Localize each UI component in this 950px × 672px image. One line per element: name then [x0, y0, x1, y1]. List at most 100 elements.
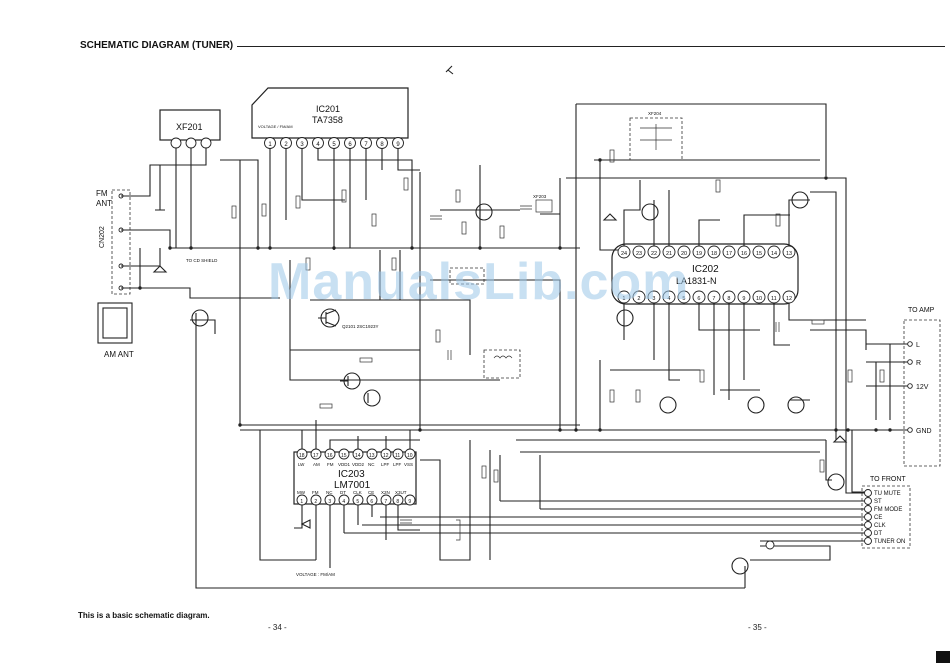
ic203-pin-number: 1 — [300, 499, 303, 505]
ic202-bottom-pins — [617, 290, 796, 304]
svg-text:MW: MW — [297, 490, 306, 495]
amp-pin-12v: 12V — [916, 384, 929, 391]
ic203-pin-number: 5 — [356, 499, 359, 505]
transistor-q2107 — [191, 309, 209, 327]
ic203-pin-number: 6 — [370, 499, 373, 505]
ic202-pin-number: 19 — [696, 251, 702, 257]
ic202-pin-number: 17 — [726, 251, 732, 257]
to-front-label: TO FRONT — [870, 476, 906, 483]
ic203-pin-number: 16 — [327, 453, 333, 459]
transistor-q2106 — [475, 203, 493, 221]
page-number-right: - 35 - — [748, 623, 767, 632]
ic201-pin-number: 6 — [348, 142, 352, 148]
ic203-pin-number: 9 — [408, 499, 411, 505]
ic203-bottom-pin-names: MW FM NC DT CLK CE X2N X3UT — [297, 490, 407, 495]
ic203-wiring — [259, 420, 541, 568]
svg-text:CE: CE — [368, 490, 374, 495]
ic203-pin-number: 18 — [299, 453, 305, 459]
top-mark — [445, 65, 454, 75]
ic201-pin-number: 8 — [380, 142, 384, 148]
svg-text:FM: FM — [327, 462, 334, 467]
front-wiring — [344, 470, 864, 588]
ic202-ref: IC202 — [692, 264, 719, 275]
ic202-pin-number: 12 — [786, 296, 792, 302]
fm-ant-label-2: ANT — [96, 199, 112, 208]
svg-text:VDD1: VDD1 — [338, 462, 351, 467]
ic203-pin-number: 4 — [342, 499, 345, 505]
ic202-pin-number: 2 — [637, 296, 640, 302]
diodes — [152, 213, 848, 529]
ic202-pin-number: 16 — [741, 251, 747, 257]
ic202-pin-number: 8 — [727, 296, 730, 302]
ic202-part: LA1831-N — [676, 276, 717, 286]
front-pin-tu-mute: TU MUTE — [874, 491, 901, 497]
ic202-pin-number: 5 — [682, 296, 685, 302]
svg-text:DT: DT — [340, 490, 346, 495]
ic202-pin-number: 22 — [651, 251, 657, 257]
ic201-pin-number: 7 — [364, 142, 368, 148]
am-ant-label: AM ANT — [104, 350, 134, 359]
svg-text:LPF: LPF — [393, 462, 402, 467]
ic202-pin-number: 21 — [666, 251, 672, 257]
xf204-internal — [640, 124, 672, 150]
ic203-pin-number: 8 — [396, 499, 399, 505]
to-amp-label: TO AMP — [908, 307, 935, 314]
header: SCHEMATIC DIAGRAM (TUNER) — [80, 40, 945, 54]
ic202-pin-number: 3 — [652, 296, 655, 302]
transistor-q2103 — [340, 372, 361, 390]
page-number-left: - 34 - — [268, 623, 287, 632]
ic202-body — [611, 243, 799, 305]
ic201-voltage: VOLTAGE / FM/AM — [258, 124, 293, 129]
front-connector-pins — [864, 489, 872, 545]
ic203-bottom-pins — [296, 494, 416, 506]
svg-text:LW: LW — [298, 462, 305, 467]
ic203-pin-number: 10 — [407, 453, 413, 459]
svg-text:X3UT: X3UT — [395, 490, 407, 495]
ic203-pin-number: 11 — [395, 453, 400, 459]
coil-t2173 — [483, 349, 521, 379]
ic203-top-pin-names: LW AM FM VDD1 VDD2 NC LPF LPF VSS — [298, 462, 413, 467]
svg-text:X2N: X2N — [381, 490, 390, 495]
xf203-label: XF203 — [533, 194, 547, 199]
front-pin-st: ST — [874, 499, 882, 505]
ic203-pin-number: 2 — [314, 499, 317, 505]
ic202-pin-number: 9 — [742, 296, 745, 302]
ic202-pin-number: 14 — [771, 251, 777, 257]
am-ant-loop-outer — [97, 302, 133, 344]
xf204-label: XF204 — [648, 111, 662, 116]
ic202-pin-number: 6 — [697, 296, 700, 302]
svg-text:AM: AM — [313, 462, 320, 467]
ic202-pin-number: 23 — [636, 251, 642, 257]
ic203-pin-number: 3 — [328, 499, 331, 505]
svg-text:VSS: VSS — [404, 462, 413, 467]
svg-text:VDD2: VDD2 — [352, 462, 365, 467]
right-wiring — [240, 103, 910, 493]
left-wiring — [121, 148, 745, 589]
ic201-part: TA7358 — [312, 115, 343, 125]
ic203-pin-number: 17 — [313, 453, 319, 459]
cn202-box — [111, 189, 131, 295]
cn202-terminals — [118, 193, 124, 291]
ic201-pin-number: 1 — [268, 142, 272, 148]
right-transistors — [616, 191, 845, 575]
xf201-label: XF201 — [176, 122, 203, 132]
ic203-pin-number: 15 — [341, 453, 347, 459]
ic202-pin-number: 11 — [771, 296, 777, 302]
front-pin-dt: DT — [874, 531, 882, 537]
svg-text:LPF: LPF — [381, 462, 390, 467]
front-pin-fm-mode: FM MODE — [874, 507, 902, 513]
amp-pin-r: R — [916, 360, 921, 367]
to-cd-shield-label: TO CD SHIELD — [186, 258, 218, 263]
ic201-pin-number: 2 — [284, 142, 288, 148]
ic203-pin-number: 12 — [383, 453, 389, 459]
page-title: SCHEMATIC DIAGRAM (TUNER) — [80, 40, 238, 51]
ic203-part: LM7001 — [334, 480, 371, 491]
ic201-pin-number: 4 — [316, 142, 320, 148]
q2101-label: Q2101 2SC1923Y — [342, 324, 379, 329]
ic202-pin-number: 18 — [711, 251, 717, 257]
cn202-label: CN202 — [99, 226, 106, 248]
corner-mark — [936, 651, 950, 663]
svg-text:FM: FM — [312, 490, 319, 495]
junction-dots — [138, 158, 892, 432]
